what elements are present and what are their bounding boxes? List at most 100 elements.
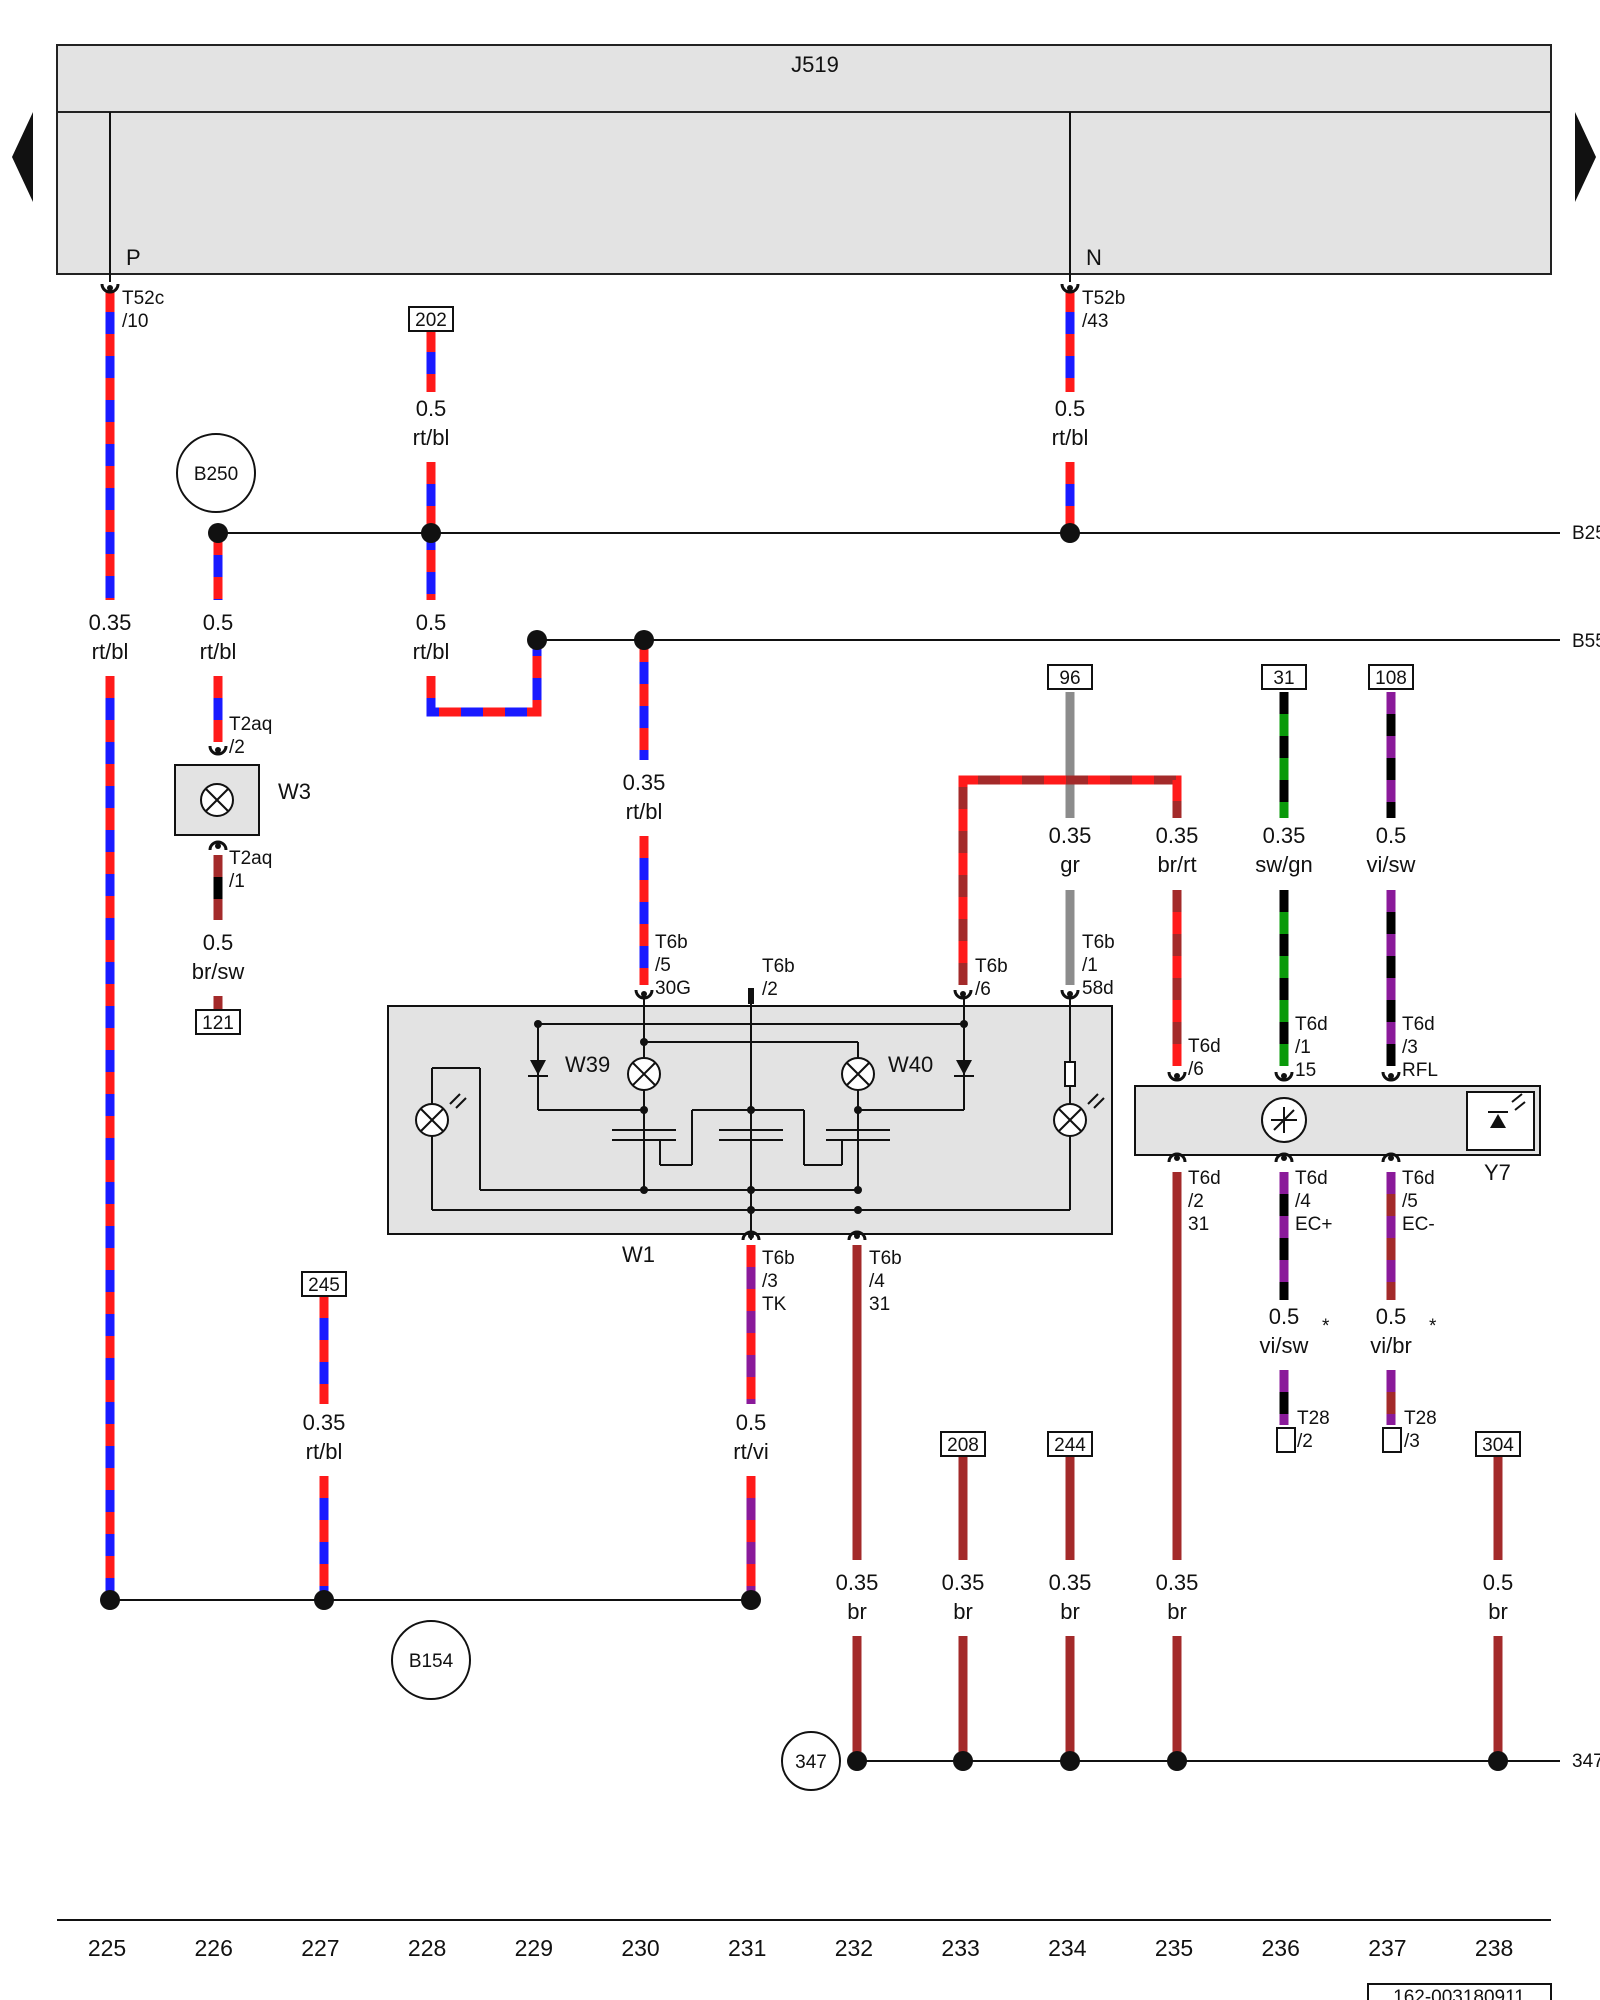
connectors-t6b6_pin: /6 [975,979,991,1000]
connector-layer [100,283,1401,1241]
connectors-t6d5_fn: EC- [1402,1214,1435,1235]
connector-t6b2-pin [748,988,754,1004]
connectors-t28a_pin: /2 [1297,1431,1313,1452]
connectors-t6d2: T6d [1188,1168,1221,1189]
ground-347-label: 347 [795,1752,827,1773]
column-number: 238 [1475,1935,1513,1961]
ref-label-r244: 244 [1054,1435,1086,1456]
diagram-id-box [1367,1983,1552,2000]
connector-symbol [953,989,973,1000]
column-number: 228 [408,1935,446,1961]
wires-c232-size: 0.35 [836,1570,879,1595]
ref-box-r31 [1261,664,1307,690]
ref-label-r202: 202 [415,310,447,331]
connector-symbol [208,745,228,756]
ref-label-r108: 108 [1375,668,1407,689]
w39-lamp-icon [627,1057,661,1091]
connectors-t2aq_a_pin: /2 [229,737,245,758]
wires-c228b-color: rt/bl [413,639,450,664]
ref-label-r208: 208 [947,1435,979,1456]
ref-box-r202 [408,306,454,332]
column-number: 237 [1368,1935,1406,1961]
connectors-t6b1: T6b [1082,932,1115,953]
connector-symbol [1274,1071,1294,1082]
t28-plug-icon-b [1382,1427,1402,1453]
next-page-arrow-icon[interactable] [1575,112,1596,202]
wires-c230-color: rt/bl [626,799,663,824]
wires-c226b-size: 0.5 [203,930,234,955]
connector-symbol [1274,1152,1294,1163]
pin-n-label: N [1086,245,1102,270]
connector-pin [641,991,647,997]
connector-symbol [1167,1152,1187,1163]
wires-c237a-color: vi/sw [1367,852,1416,877]
wires-c236a-color: sw/gn [1255,852,1312,877]
wires-c228a-color: rt/bl [413,425,450,450]
connector-symbol [1060,283,1080,294]
wires-c228b-size: 0.5 [416,610,447,635]
prev-page-arrow-icon[interactable] [12,112,33,202]
t28-plug-icon-a [1276,1427,1296,1453]
wires-c225-color: rt/bl [92,639,129,664]
connector-symbol [208,840,228,851]
connectors-t6b2_pin: /2 [762,979,778,1000]
ref-box-r108 [1368,664,1414,690]
wires-c235b-size: 0.35 [1156,1570,1199,1595]
wires-c235b-color: br [1167,1599,1187,1624]
w3-lamp-icon [200,783,234,817]
connector-pin [215,747,221,753]
wires-c235a-size: 0.35 [1156,823,1199,848]
connector-symbol [100,283,120,294]
wires-c226a-size: 0.5 [203,610,234,635]
connectors-t6b1_fn: 58d [1082,978,1114,999]
wires-c234a-size: 0.5 [1055,396,1086,421]
w1-diode-icon [528,1060,974,1077]
w1-left-led-lamp-icon [415,1093,467,1137]
wires-c237a-size: 0.5 [1376,823,1407,848]
w1-resistor-icon [1064,1061,1076,1087]
wires-c227-color: rt/bl [306,1439,343,1464]
wires-c225-size: 0.35 [89,610,132,635]
connectors-t28a: T28 [1297,1408,1330,1429]
connectors-t6b5: T6b [655,932,688,953]
footnote-mark-a: * [1322,1316,1330,1337]
connectors-t6b4_fn: 31 [869,1294,890,1315]
connectors-t28b: T28 [1404,1408,1437,1429]
connectors-t6d4_fn: EC+ [1295,1214,1333,1235]
connector-pin [107,285,113,291]
connectors-t6b3_fn: TK [762,1294,787,1315]
wires-c233-size: 0.35 [942,1570,985,1595]
connectors-t6d3_fn: RFL [1402,1060,1438,1081]
y7-mirror-icon [1261,1097,1307,1143]
connector-pin [1281,1073,1287,1079]
ref-box-r304 [1475,1431,1521,1457]
connector-symbol [741,1230,761,1241]
wires-c234b-color: gr [1060,852,1080,877]
ref-box-r121 [195,1009,241,1035]
column-number: 236 [1262,1935,1300,1961]
ground-347-edge-label: 347 [1572,1751,1600,1772]
connectors-t6d1_fn: 15 [1295,1060,1316,1081]
wires-c236b-size: 0.5 [1269,1304,1300,1329]
bus-b250-edge-label: B250 [1572,523,1600,544]
connector-pin [748,1233,754,1239]
ref-label-r31: 31 [1273,668,1294,689]
ref-label-r121: 121 [202,1013,234,1034]
connectors-t6d4_pin: /4 [1295,1191,1311,1212]
wires-c233-color: br [953,1599,973,1624]
connectors-t6d1_pin: /1 [1295,1037,1311,1058]
connector-pin [1281,1155,1287,1161]
connectors-t6b4: T6b [869,1248,902,1269]
connector-pin [1067,991,1073,997]
connectors-t52b_pin: /43 [1082,311,1108,332]
connectors-t52c_pin: /10 [122,311,148,332]
wires-c231-size: 0.5 [736,1410,767,1435]
w39-label: W39 [565,1052,610,1077]
ref-label-r304: 304 [1482,1435,1514,1456]
footnote-mark-b: * [1429,1316,1437,1337]
connector-symbol [1167,1071,1187,1082]
ref-box-r208 [940,1431,986,1457]
wires-c228a-size: 0.5 [416,396,447,421]
